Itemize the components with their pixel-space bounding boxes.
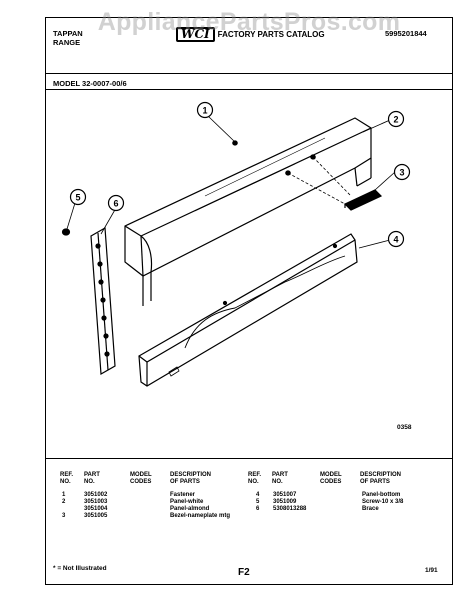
model-number: MODEL 32-0007-00/6 — [53, 79, 127, 88]
part-description: Panel-bottom — [362, 492, 401, 498]
header-ref-no: REF. NO. — [60, 472, 74, 485]
brand-block: TAPPAN RANGE — [53, 29, 83, 47]
part-description: Panel-white — [170, 499, 204, 505]
part-no: 3051003 — [84, 499, 108, 505]
ref-no: 6 — [256, 506, 260, 512]
part-description: Panel-almond — [170, 506, 210, 512]
part-description: Fastener — [170, 492, 196, 498]
part-description: Bezel-nameplate mtg — [170, 513, 231, 519]
ref-no: 4 — [256, 492, 260, 498]
part-no: 3051005 — [84, 513, 108, 519]
part-no: 3051009 — [273, 499, 297, 505]
catalog-title: FACTORY PARTS CATALOG — [217, 30, 325, 39]
model-rule — [45, 89, 453, 90]
part-description: Screw-10 x 3/8 — [362, 499, 404, 505]
exploded-parts-diagram: 1 2 3 4 5 6 — [61, 101, 411, 387]
brand-line-1: TAPPAN — [53, 29, 83, 38]
catalog-title-block: WCI FACTORY PARTS CATALOG — [176, 27, 325, 42]
header-description: DESCRIPTION OF PARTS — [170, 472, 212, 485]
screw — [61, 228, 71, 236]
ref-no: 1 — [62, 492, 66, 498]
wci-logo: WCI — [176, 27, 215, 42]
header-part-no: PART NO. — [84, 472, 100, 485]
callout-3: 3 — [399, 168, 404, 178]
not-illustrated-note: * = Not Illustrated — [53, 565, 107, 572]
ref-no: 3 — [62, 513, 66, 519]
header-part-no-right: PART NO. — [272, 472, 288, 485]
part-no: 5308013288 — [273, 506, 307, 512]
date-code: 1/91 — [425, 567, 438, 574]
diagram-code: 0358 — [397, 424, 412, 431]
brand-line-2: RANGE — [53, 38, 81, 47]
callout-5: 5 — [75, 193, 80, 203]
header-model-codes-right: MODEL CODES — [320, 472, 342, 485]
header-model-codes: MODEL CODES — [130, 472, 152, 485]
ref-no: 5 — [256, 499, 260, 505]
bezel-nameplate-mount — [343, 189, 383, 211]
callout-6: 6 — [113, 199, 118, 209]
brace — [90, 227, 116, 375]
callout-1: 1 — [202, 106, 207, 116]
part-no: 3051007 — [273, 492, 297, 498]
document-number: 5995201844 — [385, 29, 427, 38]
control-panel — [124, 117, 372, 306]
page-code: F2 — [238, 567, 250, 578]
catalog-page-frame — [45, 17, 453, 585]
ref-no: 2 — [62, 499, 66, 505]
bottom-panel — [138, 233, 358, 387]
callout-4: 4 — [393, 235, 398, 245]
part-description: Brace — [362, 506, 379, 512]
leader-lines — [66, 116, 396, 249]
header-description-right: DESCRIPTION OF PARTS — [360, 472, 402, 485]
callout-2: 2 — [393, 115, 398, 125]
part-no: 3051004 — [84, 506, 108, 512]
callouts: 1 2 3 4 5 6 — [69, 101, 411, 248]
header-rule — [45, 73, 453, 74]
part-no: 3051002 — [84, 492, 108, 498]
table-rule — [45, 458, 453, 459]
projection-lines — [287, 156, 352, 205]
header-ref-no-right: REF. NO. — [248, 472, 262, 485]
